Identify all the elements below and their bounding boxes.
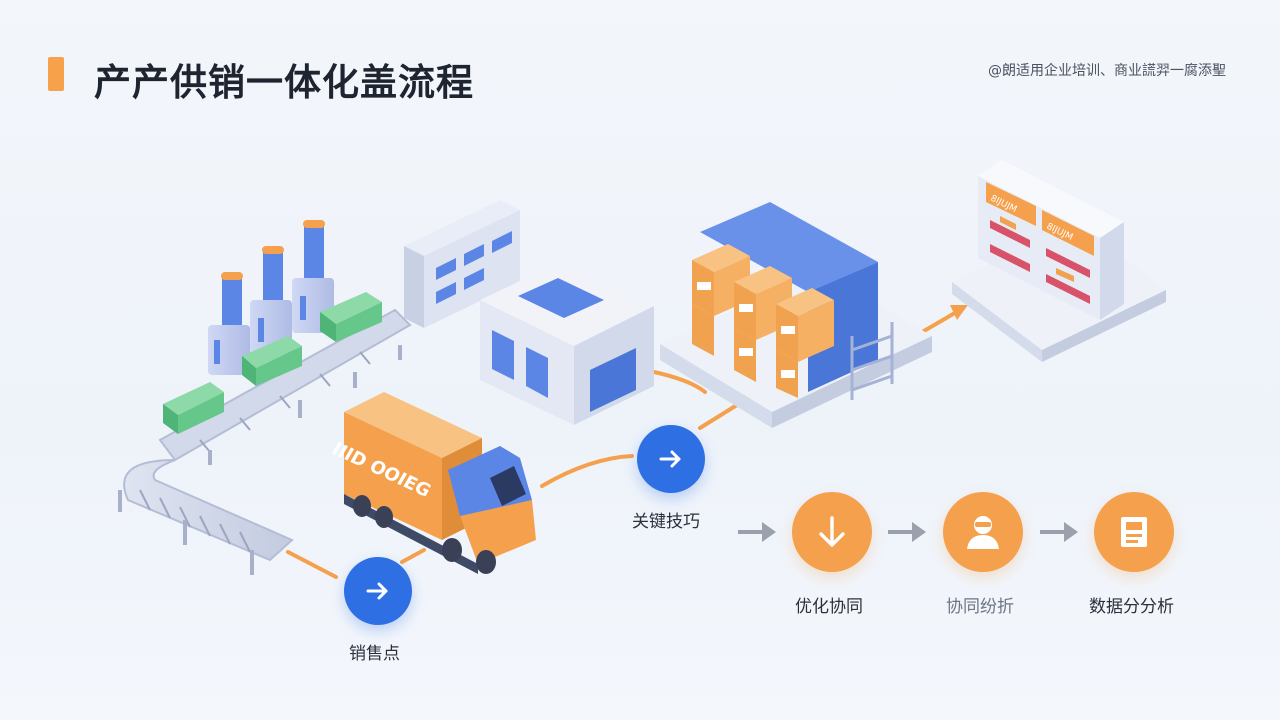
key-skills-label: 关键技巧 [632, 512, 700, 532]
step-optimize-collab[interactable] [792, 492, 872, 572]
page-title: 产产供销一体化盖流程 [94, 61, 474, 104]
page-subtitle: @朗适用企业培训、商业謊羿一腐添聖 [988, 63, 1226, 79]
conveyor-belt [118, 308, 412, 575]
retail-shelf: 8IJUJM 8IJUJM [952, 160, 1166, 362]
arrow-right-icon [366, 582, 388, 600]
document-icon [1121, 517, 1147, 547]
step-optimize-collab-label: 优化协同 [795, 597, 863, 617]
key-skills-node[interactable] [637, 425, 705, 493]
person-icon [967, 516, 999, 549]
warehouse-building [480, 262, 654, 425]
delivery-truck: IIID OOIEG [328, 392, 536, 574]
step-arrows [738, 522, 1078, 542]
step-data-analysis-label: 数据分分析 [1089, 597, 1174, 617]
step-collab-analysis-label: 协同纷折 [946, 597, 1014, 617]
factory-illustration [208, 220, 334, 375]
title-accent-bar [48, 57, 64, 91]
sales-point-node[interactable] [344, 557, 412, 625]
pallet-storage [660, 202, 932, 428]
office-building [404, 200, 520, 328]
sales-point-label: 销售点 [349, 644, 400, 664]
step-data-analysis[interactable] [1094, 492, 1174, 572]
step-collab-analysis[interactable] [943, 492, 1023, 572]
green-product-boxes [163, 292, 382, 434]
arrow-right-icon [659, 450, 681, 468]
arrow-down-icon [819, 516, 845, 547]
